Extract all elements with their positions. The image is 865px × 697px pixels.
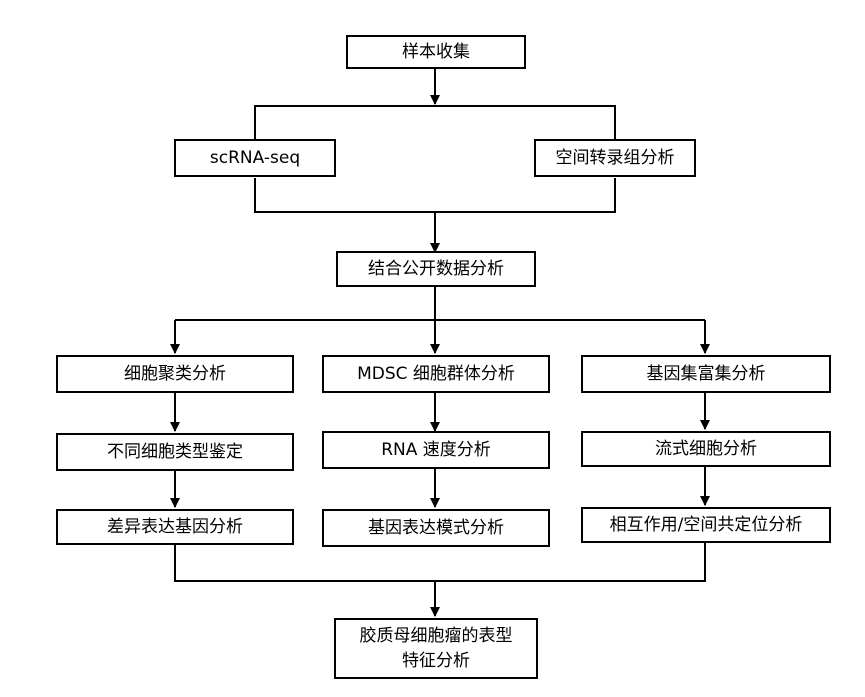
node-public-data-label: 结合公开数据分析 (368, 259, 504, 279)
node-interaction-colocalization: 相互作用/空间共定位分析 (581, 507, 831, 543)
node-interaction-colocalization-label: 相互作用/空间共定位分析 (610, 515, 803, 535)
node-rna-velocity-label: RNA 速度分析 (381, 440, 491, 460)
node-sample-collection: 样本收集 (346, 35, 526, 69)
edges (170, 68, 710, 617)
node-cell-type-identification-label: 不同细胞类型鉴定 (107, 442, 243, 462)
node-gene-set-enrichment: 基因集富集分析 (581, 355, 831, 393)
edge-split-bracket (254, 105, 616, 140)
node-deg-analysis-label: 差异表达基因分析 (107, 517, 243, 537)
node-mdsc-analysis-label: MDSC 细胞群体分析 (357, 364, 515, 384)
node-scrna-seq-label: scRNA-seq (210, 148, 300, 168)
node-expression-pattern-label: 基因表达模式分析 (368, 518, 504, 538)
edge-bottom-bracket (174, 543, 706, 582)
node-gene-set-enrichment-label: 基因集富集分析 (647, 364, 766, 384)
node-cell-clustering-label: 细胞聚类分析 (124, 364, 226, 384)
node-public-data: 结合公开数据分析 (336, 251, 536, 287)
node-mdsc-analysis: MDSC 细胞群体分析 (322, 355, 550, 393)
edge-merge-bracket (254, 178, 616, 213)
node-final-phenotype: 胶质母细胞瘤的表型 特征分析 (334, 618, 538, 679)
node-cell-clustering: 细胞聚类分析 (56, 355, 294, 393)
node-deg-analysis: 差异表达基因分析 (56, 509, 294, 545)
node-sample-collection-label: 样本收集 (402, 42, 470, 62)
node-expression-pattern: 基因表达模式分析 (322, 509, 550, 547)
node-scrna-seq: scRNA-seq (174, 139, 336, 177)
node-final-phenotype-line2: 特征分析 (402, 651, 470, 671)
node-rna-velocity: RNA 速度分析 (322, 431, 550, 469)
node-flow-cytometry-label: 流式细胞分析 (655, 439, 757, 459)
node-final-phenotype-line1: 胶质母细胞瘤的表型 (360, 626, 513, 646)
node-flow-cytometry: 流式细胞分析 (581, 431, 831, 467)
node-spatial-transcriptomics: 空间转录组分析 (534, 139, 696, 177)
node-spatial-transcriptomics-label: 空间转录组分析 (556, 148, 675, 168)
node-cell-type-identification: 不同细胞类型鉴定 (56, 433, 294, 471)
